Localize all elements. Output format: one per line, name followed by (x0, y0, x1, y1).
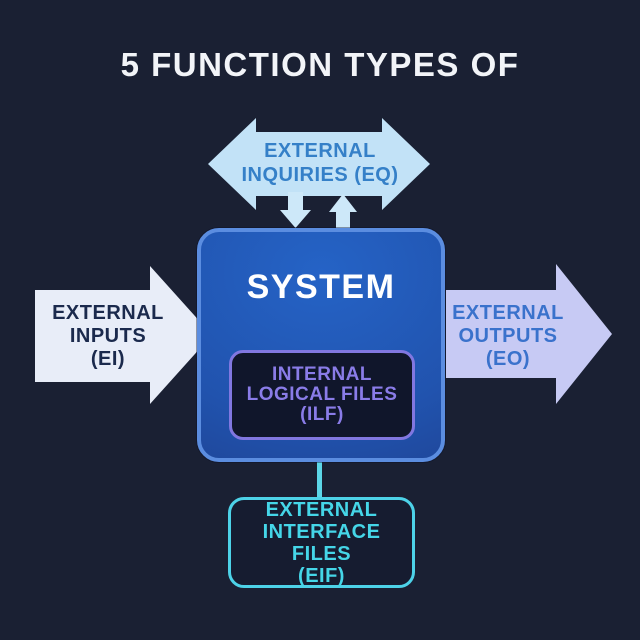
arrow-up-icon (329, 194, 357, 228)
system-box-title: SYSTEM (246, 268, 396, 306)
eo-arrow-label: EXTERNAL OUTPUTS (EO) (452, 301, 564, 370)
arrow-down-icon (280, 192, 311, 228)
ei-input-arrow-shape (35, 266, 212, 404)
system-box: SYSTEM INTERNAL LOGICAL FILES (ILF) (197, 228, 445, 462)
eif-box: EXTERNAL INTERFACE FILES (EIF) (228, 497, 415, 588)
ei-arrow-label: EXTERNAL INPUTS (EI) (52, 301, 164, 370)
eo-output-arrow-shape (446, 264, 612, 404)
eq-double-arrow-shape (208, 118, 430, 210)
ilf-box: INTERNAL LOGICAL FILES (ILF) (229, 350, 415, 440)
eq-arrow-label: EXTERNAL INQUIRIES (EQ) (241, 140, 399, 186)
eif-connector-line (317, 458, 322, 498)
page-title: 5 FUNCTION TYPES OF (120, 46, 520, 83)
